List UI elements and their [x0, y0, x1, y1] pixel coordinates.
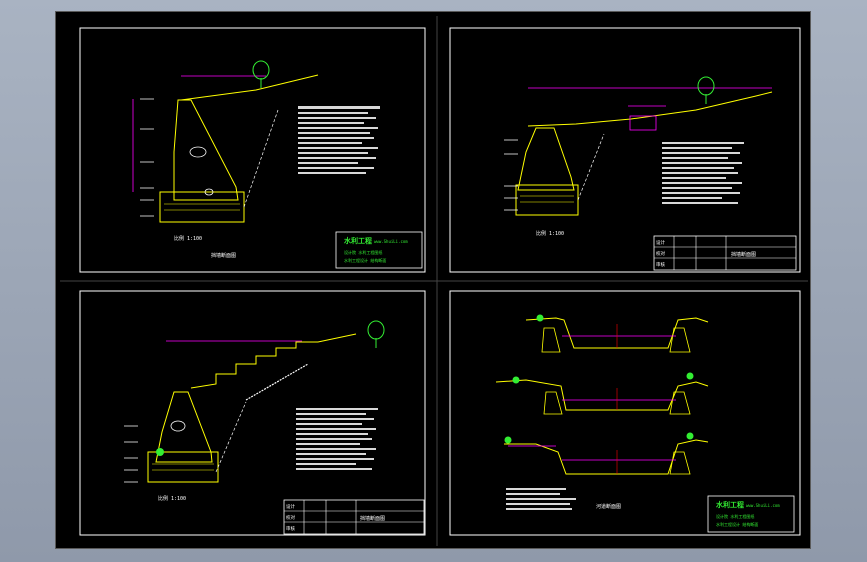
- ground-slope-line: [180, 74, 319, 101]
- rubble-stone: [170, 420, 186, 432]
- panel-frame-top-right: [449, 27, 801, 273]
- channel-section-1: [525, 314, 709, 353]
- scale-label: 比例 1:100: [536, 230, 564, 237]
- svg-text:水利工程设计 结构断面: 水利工程设计 结构断面: [716, 521, 758, 527]
- elevation-ticks: [504, 139, 518, 211]
- elevation-ticks: [140, 98, 154, 217]
- title-block: 设计 校对 审核 挡墙断面图: [653, 235, 797, 271]
- rockbolt-line: [245, 363, 309, 401]
- planting-mark: [686, 372, 694, 380]
- svg-text:水利工程: 水利工程: [344, 236, 372, 245]
- svg-text:水利工程设计 结构断面: 水利工程设计 结构断面: [344, 257, 386, 263]
- notes-block: [506, 488, 576, 510]
- svg-text:审核: 审核: [286, 525, 295, 532]
- logo-stamp: 水利工程 www.ShuiLi.com 设计院 水利工程图纸 水利工程设计 结构…: [335, 231, 423, 269]
- wall-footing: [147, 451, 219, 483]
- svg-text:校对: 校对: [286, 514, 295, 521]
- rubble-stone: [189, 146, 207, 158]
- slip-line: [577, 133, 605, 201]
- channel-section-2: [495, 372, 709, 415]
- footing-hatch: [152, 463, 214, 471]
- slip-line: [243, 109, 279, 208]
- tree-icon: [367, 320, 385, 348]
- svg-text:挡墙断面图: 挡墙断面图: [360, 515, 385, 522]
- elevation-ticks: [124, 425, 138, 483]
- tree-icon: [252, 60, 270, 88]
- svg-text:设计院 水利工程图纸: 设计院 水利工程图纸: [344, 249, 382, 255]
- tree-icon: [697, 76, 715, 104]
- planting-mark: [686, 432, 694, 440]
- drain-pipe: [204, 188, 214, 196]
- cad-canvas[interactable]: 比例 1:100 挡墙断面图 水利工程 www.ShuiLi.com 设计院 水…: [56, 12, 812, 550]
- panel-bottom-left: 比例 1:100 设计 校对 审核 挡墙断面图: [124, 320, 425, 535]
- scale-label: 比例 1:100: [174, 235, 202, 242]
- slip-line: [215, 401, 247, 473]
- footing-hatch: [520, 195, 574, 203]
- notes-block: [296, 408, 378, 470]
- drawing-sheet[interactable]: 比例 1:100 挡墙断面图 水利工程 www.ShuiLi.com 设计院 水…: [55, 11, 811, 549]
- svg-text:水利工程: 水利工程: [716, 500, 744, 509]
- svg-text:www.ShuiLi.com: www.ShuiLi.com: [374, 239, 408, 244]
- retaining-wall-body: [517, 127, 575, 191]
- ground-slope-line: [527, 91, 773, 127]
- panel-frame-bottom-left: [79, 290, 426, 536]
- panel-frame-bottom-right: [449, 290, 801, 536]
- panel-top-left: 比例 1:100 挡墙断面图 水利工程 www.ShuiLi.com 设计院 水…: [132, 60, 423, 269]
- notes-block: [298, 106, 380, 174]
- retaining-wall-body: [173, 99, 239, 201]
- planting-mark: [156, 448, 164, 456]
- panel-frame-top-left: [79, 27, 426, 273]
- svg-text:挡墙断面图: 挡墙断面图: [731, 251, 756, 258]
- logo-stamp: 水利工程 www.ShuiLi.com 设计院 水利工程图纸 水利工程设计 结构…: [707, 495, 795, 533]
- svg-text:审核: 审核: [656, 261, 665, 268]
- channel-section-3: [504, 432, 709, 475]
- drawing-caption: 河道断面图: [596, 503, 621, 510]
- scale-label: 比例 1:100: [158, 495, 186, 502]
- stepped-ground-line: [190, 333, 357, 389]
- footing-hatch: [164, 203, 240, 211]
- soil-layer: [629, 115, 657, 131]
- svg-text:校对: 校对: [656, 250, 665, 257]
- svg-text:www.ShuiLi.com: www.ShuiLi.com: [746, 503, 780, 508]
- panel-top-right: 比例 1:100 设计 校对 审核 挡墙断面图: [504, 76, 797, 271]
- notes-block: [662, 142, 744, 204]
- drawing-caption: 挡墙断面图: [211, 252, 236, 259]
- wall-footing: [159, 191, 245, 223]
- svg-text:设计: 设计: [286, 503, 295, 510]
- retaining-wall-body: [155, 391, 213, 463]
- planting-mark: [536, 314, 544, 322]
- svg-text:设计: 设计: [656, 239, 665, 246]
- planting-mark: [512, 376, 520, 384]
- title-block: 设计 校对 审核 挡墙断面图: [283, 499, 425, 535]
- svg-text:设计院 水利工程图纸: 设计院 水利工程图纸: [716, 513, 754, 519]
- planting-mark: [504, 436, 512, 444]
- panel-bottom-right: 河道断面图 水利工程 www.ShuiLi.com 设计院 水利工程图纸 水利工…: [495, 314, 795, 533]
